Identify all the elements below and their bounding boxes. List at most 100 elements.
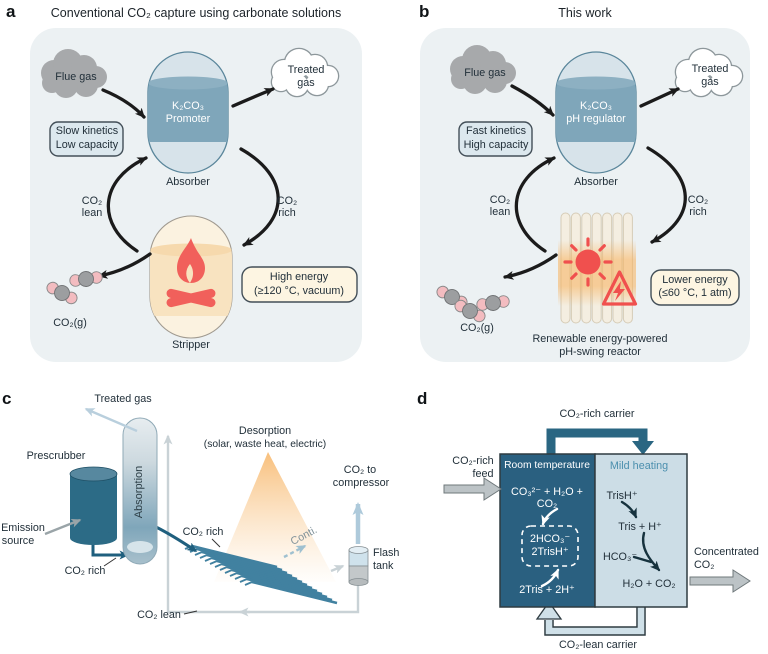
hco3-label: HCO₃⁻: [602, 550, 638, 563]
lean-carrier-label: CO₂-lean carrier: [559, 638, 637, 651]
continuous-flow-arrow: [283, 544, 307, 559]
treated-gas-label: gas: [701, 75, 719, 88]
rich-feed-label: CO₂-rich: [452, 454, 494, 467]
reactor-label: pH-swing reactor: [559, 345, 641, 358]
panel-b-label: b: [419, 2, 430, 21]
label-ticks: [103, 538, 221, 615]
stripper-label: Stripper: [172, 338, 210, 351]
cycle-arrows: [97, 87, 280, 279]
kinetics-note-box: [458, 121, 533, 157]
reactor-label: Renewable energy-powered: [532, 332, 668, 345]
desorption-label: Desorption: [238, 424, 292, 437]
kinetics-note-box: [49, 121, 124, 157]
energy-note: High energy: [269, 270, 329, 283]
co2-lean-label: lean: [489, 205, 511, 218]
absorber-solvent-label: pH regulator: [566, 112, 626, 125]
panel-a-label: a: [6, 2, 16, 21]
energy-note-box: [241, 266, 358, 303]
tris-reaction: 2Tris + 2H⁺: [519, 583, 575, 596]
right-reaction-arrows: [620, 500, 661, 572]
rich-feed-label: feed: [472, 467, 494, 480]
energy-note-box: [650, 269, 740, 306]
fire-icon: [166, 238, 216, 308]
concentrated-co2-label: CO₂: [694, 559, 715, 571]
tris-h-label: Tris + H⁺: [618, 520, 662, 533]
ph-swing-reactor: [558, 212, 638, 324]
trish-label: TrisH⁺: [606, 489, 638, 502]
co2-to-compressor-label: compressor: [332, 476, 390, 489]
carbonate-reaction: CO₂: [536, 497, 558, 510]
desorption-label: (solar, waste heat, electric): [203, 439, 327, 451]
co2-to-compressor-label: CO₂ to: [343, 463, 377, 476]
co2-lean-label: CO₂ lean: [137, 608, 181, 621]
panel-c-graphics: [44, 407, 369, 617]
rich-feed-arrow: [443, 477, 502, 501]
left-reaction-arrows: [540, 507, 560, 588]
kinetics-note: Low capacity: [55, 138, 119, 151]
absorber-solvent-label: Promoter: [165, 112, 211, 125]
absorber-solvent-label: K₂CO₃: [580, 99, 612, 112]
treated-gas-arrow: [84, 407, 138, 433]
co2-rich-label: CO₂: [687, 193, 709, 206]
concentrated-co2-label: Concentrated: [694, 546, 759, 558]
panel-c-label: c: [2, 389, 12, 408]
sun-icon: [563, 237, 613, 287]
treated-gas-label: Treated: [287, 63, 325, 76]
treated-gas-label: Treated: [691, 62, 729, 75]
lean-carrier-pipe: [535, 600, 646, 636]
emission-source-arrow: [44, 518, 82, 536]
energy-note: Lower energy: [662, 273, 728, 286]
co2-lean-label: CO₂: [489, 193, 511, 206]
kinetics-note: Slow kinetics: [55, 124, 119, 137]
cycle-arrows: [503, 84, 687, 280]
intermediate-species: 2TrisH⁺: [531, 545, 569, 558]
absorber-label: Absorber: [166, 175, 210, 188]
panel-a-title: Conventional CO₂ capture using carbonate…: [50, 6, 342, 20]
emission-source-label: source: [1, 534, 35, 547]
flue-gas-label: Flue gas: [464, 66, 506, 79]
rich-carrier-label: CO₂-rich carrier: [559, 407, 635, 420]
panel-a-graphics: [41, 47, 358, 339]
panel-d-graphics: [443, 428, 751, 636]
co2-rich-label: rich: [278, 206, 296, 219]
absorption-column: [122, 417, 158, 565]
co2-gas-label: CO₂(g): [53, 316, 87, 329]
prescrubber-vessel: [69, 466, 118, 545]
absorber-solvent-label: K₂CO₃: [172, 99, 204, 112]
energy-note: (≥120 °C, vacuum): [253, 284, 345, 297]
panel-b-graphics: [433, 45, 744, 326]
desorption-reactor-plate: [184, 544, 338, 605]
mild-heating-header: Mild heating: [609, 459, 669, 472]
electric-hazard-icon: [601, 270, 638, 306]
h2o-co2-label: H₂O + CO₂: [622, 577, 676, 590]
prescrubber-label: Prescrubber: [26, 449, 86, 462]
co2-rich-label: rich: [689, 205, 707, 218]
treated-gas-label: Treated gas: [94, 392, 152, 405]
panel-d-label: d: [417, 389, 428, 408]
co2-lean-loop: [163, 434, 360, 617]
flash-tank-label: tank: [373, 560, 394, 572]
treated-gas-label: gas: [297, 76, 315, 89]
co2-rich-label: CO₂ rich: [182, 525, 224, 538]
energy-note: (≤60 °C, 1 atm): [658, 286, 732, 299]
absorber-label: Absorber: [574, 175, 618, 188]
kinetics-note: Fast kinetics: [466, 124, 526, 137]
co2-lean-label: lean: [81, 206, 103, 219]
emission-source-label: Emission: [1, 521, 45, 534]
co2-gas-label: CO₂(g): [460, 321, 494, 334]
rich-carrier-pipe: [546, 428, 654, 455]
flue-gas-label: Flue gas: [55, 70, 97, 83]
flash-tank-label: Flash: [373, 547, 400, 559]
absorption-label: Absorption: [132, 465, 145, 519]
co2-rich-label: CO₂ rich: [64, 564, 106, 577]
kinetics-note: High capacity: [463, 138, 529, 151]
co2-rich-label: CO₂: [276, 194, 298, 207]
intermediate-species-box: [521, 525, 579, 567]
intermediate-species: 2HCO₃⁻: [529, 532, 571, 545]
concentrated-co2-arrow: [689, 569, 751, 593]
co2-lean-label: CO₂: [81, 194, 103, 207]
carbonate-reaction: CO₃²⁻ + H₂O +: [511, 485, 583, 498]
mild-heating-box: [594, 453, 688, 608]
